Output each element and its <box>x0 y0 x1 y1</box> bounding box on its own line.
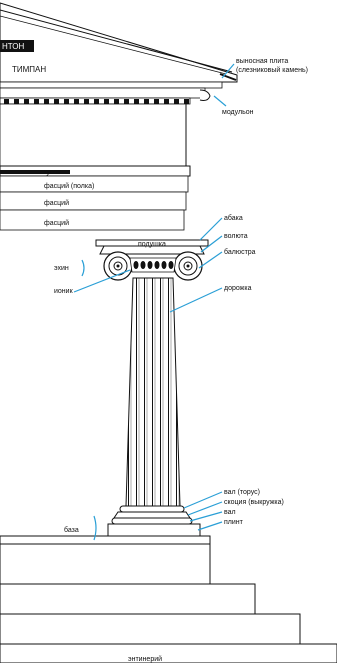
label-fasciy-polka: фасций (полка) <box>44 182 94 190</box>
label-podushka: подушка <box>138 241 166 248</box>
dentil-block <box>174 99 179 104</box>
leader-val-torus <box>184 492 222 508</box>
label-val-torus: вал (торус) <box>224 489 260 496</box>
egg-ornament <box>162 261 167 269</box>
dentil-block <box>134 99 139 104</box>
label-baza: база <box>64 526 79 534</box>
dentil-block <box>44 99 49 104</box>
dentil-block <box>124 99 129 104</box>
column-base <box>108 506 200 536</box>
label-modulon: модульон <box>222 109 254 116</box>
label-skociya: скоция (выкружка) <box>224 499 284 506</box>
egg-ornament <box>155 261 160 269</box>
dentil-block <box>164 99 169 104</box>
leader-modulon <box>214 96 226 106</box>
label-fasciy-1: фасций <box>44 199 69 207</box>
label-ekhin: эхин <box>54 265 69 272</box>
leader-plint <box>198 522 222 530</box>
label-val: вал <box>224 509 236 516</box>
label-fasciy-2: фасций <box>44 219 69 227</box>
label-entuziery: энтинерий <box>128 655 162 663</box>
label-vynosnaya-plita: выносная плита <box>236 58 288 65</box>
leader-abaka <box>200 218 222 240</box>
dentil-block <box>24 99 29 104</box>
dentil-block <box>144 99 149 104</box>
dentil-block <box>94 99 99 104</box>
label-ionik: ионик <box>54 288 74 295</box>
label-dorozhka: дорожка <box>224 285 252 292</box>
dentil-block <box>104 99 109 104</box>
dentil-block <box>34 99 39 104</box>
egg-ornament <box>148 261 153 269</box>
dentil-block <box>4 99 9 104</box>
dentil-block <box>154 99 159 104</box>
column-shaft <box>126 278 180 506</box>
dentil-block <box>114 99 119 104</box>
dentil-block <box>54 99 59 104</box>
label-sleznik: (слезниковый камень) <box>236 66 308 74</box>
dentil-block <box>14 99 19 104</box>
leader-val <box>190 512 222 521</box>
dentil-block <box>64 99 69 104</box>
egg-ornament <box>169 261 174 269</box>
dentil-block <box>74 99 79 104</box>
leader-ionik <box>74 270 130 292</box>
pediment <box>0 3 237 88</box>
label-balyustra: балюстра <box>224 248 256 256</box>
entablature <box>0 104 190 230</box>
label-fronton: НТОН <box>2 42 25 51</box>
label-voluta: волюта <box>224 233 248 240</box>
label-tympan: ТИМПАН <box>12 65 46 74</box>
dentil-row <box>0 88 210 104</box>
leader-ekhin <box>82 260 84 276</box>
label-abaka: абака <box>224 214 243 222</box>
dentil-block <box>184 99 189 104</box>
leader-dorozhka <box>170 288 222 312</box>
dentil-block <box>84 99 89 104</box>
egg-ornament <box>134 261 139 269</box>
egg-ornament <box>141 261 146 269</box>
label-gusek: гусек <box>44 169 61 176</box>
label-plint: плинт <box>224 519 244 526</box>
stylobate-steps <box>0 536 337 663</box>
